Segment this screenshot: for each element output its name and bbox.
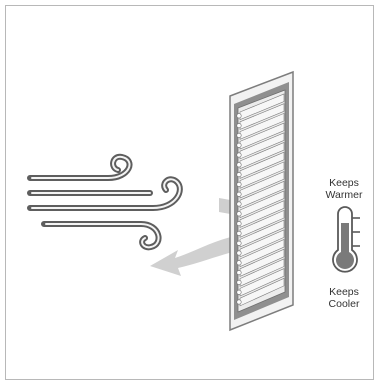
louver-slat-cord	[236, 299, 242, 305]
louver-slat-cord	[236, 152, 242, 158]
keeps-warmer-line1: Keeps	[329, 177, 359, 189]
louver-slat-cord	[236, 240, 242, 246]
louver-slat-cord	[236, 201, 242, 207]
louver-slat-cord	[236, 123, 242, 129]
louver-slat-cord	[236, 230, 242, 236]
louver-slat-cord	[236, 260, 242, 266]
louver-slat-cord	[236, 142, 242, 148]
louver-slat-cord	[236, 221, 242, 227]
louver-slat-cord	[236, 172, 242, 178]
keeps-warmer-label: Keeps Warmer	[314, 177, 374, 201]
keeps-cooler-line2: Cooler	[328, 298, 360, 310]
keeps-cooler-line1: Keeps	[329, 286, 359, 298]
louver-slat-cord	[236, 162, 242, 168]
louver-slat-cord	[236, 250, 242, 256]
thermometer-icon	[332, 206, 360, 273]
wind-highlight	[31, 155, 181, 249]
louver-slat-cord	[236, 211, 242, 217]
louver-slat-cord	[236, 181, 242, 187]
keeps-warmer-line2: Warmer	[325, 189, 363, 201]
louver-slat-cord	[236, 113, 242, 119]
louver-slat-cord	[236, 270, 242, 276]
louver-slat-cord	[236, 289, 242, 295]
louver-slat-cord	[236, 279, 242, 285]
louver-slat-cord	[236, 191, 242, 197]
louver-slat-cord	[236, 132, 242, 138]
louver-blind-icon	[229, 70, 294, 332]
keeps-cooler-label: Keeps Cooler	[314, 286, 374, 310]
